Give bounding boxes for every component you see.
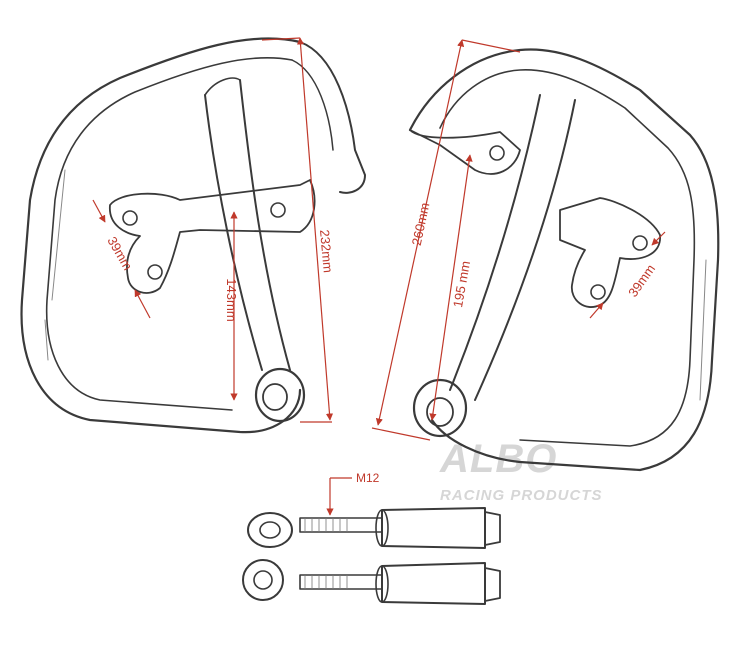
watermark-tagline: RACING PRODUCTS: [440, 487, 603, 504]
washer-top: [247, 512, 293, 548]
bolt-spacer-top: [299, 507, 501, 549]
watermark: ALBO RACING PRODUCTS: [439, 437, 603, 504]
dimension-right-260: 260mm: [409, 201, 433, 247]
washer-bottom: [242, 559, 284, 601]
right-crash-bar: [408, 48, 720, 472]
bolt-size-label: M12: [356, 471, 380, 485]
dimension-left-232: 232mm: [317, 229, 336, 274]
dimension-right-39: 39mm: [625, 262, 658, 300]
dimension-lines: [92, 37, 666, 516]
dimension-left-39: 39mm: [104, 234, 135, 273]
mounting-hardware: [242, 507, 501, 605]
dimension-left-143: 143mm: [224, 278, 239, 321]
bolt-spacer-bottom: [299, 562, 501, 605]
left-crash-bar: [20, 37, 366, 434]
